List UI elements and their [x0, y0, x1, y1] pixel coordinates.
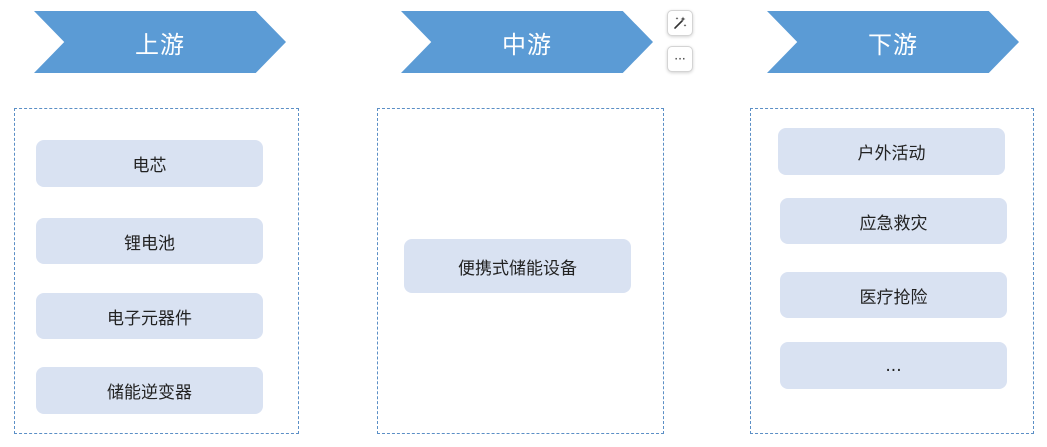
downstream-panel: [750, 108, 1034, 434]
midstream-label: 中游: [502, 30, 552, 59]
upstream-item: 电子元器件: [36, 293, 263, 339]
upstream-label: 上游: [135, 30, 185, 59]
upstream-item: 电芯: [36, 140, 263, 187]
upstream-panel: [14, 108, 299, 434]
downstream-item: 户外活动: [778, 128, 1005, 175]
more-options-button[interactable]: ···: [667, 46, 693, 72]
magic-wand-button[interactable]: [667, 10, 693, 36]
magic-wand-icon: [674, 16, 687, 29]
upstream-item: 锂电池: [36, 218, 263, 264]
downstream-item: 应急救灾: [780, 198, 1007, 244]
downstream-header: 下游: [767, 11, 1019, 73]
midstream-item: 便携式储能设备: [404, 239, 631, 293]
downstream-item: ...: [780, 342, 1007, 389]
upstream-item: 储能逆变器: [36, 367, 263, 414]
downstream-item: 医疗抢险: [780, 272, 1007, 318]
more-options-label: ···: [674, 52, 686, 66]
upstream-header: 上游: [34, 11, 286, 73]
downstream-label: 下游: [868, 30, 918, 59]
midstream-header: 中游: [401, 11, 653, 73]
midstream-panel: [377, 108, 664, 434]
